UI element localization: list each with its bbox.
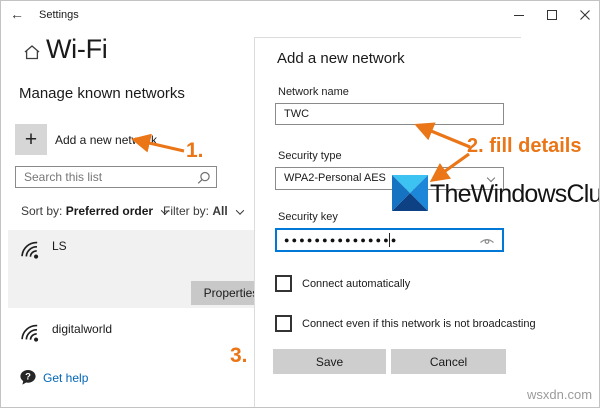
chevron-down-icon: [486, 173, 496, 183]
get-help-link[interactable]: ? Get help: [19, 369, 88, 391]
sort-by-label: Sort by:: [21, 204, 63, 218]
footer-watermark: wsxdn.com: [527, 387, 593, 402]
security-key-label: Security key: [278, 211, 338, 223]
network-name: digitalworld: [52, 322, 113, 336]
security-type-select[interactable]: WPA2-Personal AES: [275, 167, 504, 190]
sort-by-value: Preferred order: [65, 204, 154, 218]
filter-by-label: Filter by:: [163, 204, 210, 218]
security-key-input[interactable]: ●●●●●●●●●●●●●●●: [275, 228, 504, 252]
security-type-value: WPA2-Personal AES: [284, 172, 386, 184]
maximize-button[interactable]: [541, 7, 563, 23]
search-input[interactable]: [24, 168, 194, 186]
section-heading: Manage known networks: [19, 85, 185, 102]
annotation-step2: 2. fill details: [467, 135, 582, 157]
wifi-icon: [21, 241, 39, 259]
close-icon: [580, 10, 590, 20]
annotation-step1: 1.: [186, 139, 204, 162]
minimize-button[interactable]: [508, 7, 530, 23]
dialog-title: Add a new network: [277, 50, 405, 67]
plus-icon: +: [15, 124, 47, 155]
checkbox-box[interactable]: [275, 275, 292, 292]
window-title: Settings: [39, 9, 79, 21]
text-caret: [389, 233, 390, 247]
filter-by-value: All: [212, 204, 228, 218]
add-network-dialog: Add a new network Network name TWC Secur…: [254, 37, 536, 407]
add-network-label: Add a new network: [55, 133, 158, 147]
wifi-icon: [21, 324, 39, 342]
checkbox-box[interactable]: [275, 315, 292, 332]
network-name-label: Network name: [278, 86, 349, 98]
checkbox-label[interactable]: Connect even if this network is not broa…: [302, 318, 536, 330]
page-title: Wi-Fi: [46, 34, 108, 64]
password-dots: ●●●●●●●●●●●●●●●: [284, 235, 399, 245]
network-row-digitalworld[interactable]: digitalworld: [8, 313, 261, 357]
security-type-label: Security type: [278, 150, 342, 162]
filter-by-dropdown[interactable]: Filter by: All: [163, 204, 245, 218]
get-help-label: Get help: [43, 371, 89, 385]
sort-by-dropdown[interactable]: Sort by: Preferred order: [21, 204, 170, 218]
minimize-icon: [514, 15, 524, 16]
help-icon: ?: [20, 370, 36, 385]
search-box[interactable]: [15, 166, 217, 188]
add-network-button[interactable]: + Add a new network: [15, 124, 245, 157]
close-button[interactable]: [574, 7, 596, 23]
network-name-input[interactable]: TWC: [275, 103, 504, 125]
network-row-ls[interactable]: LS Properties: [8, 230, 271, 308]
cancel-button[interactable]: Cancel: [391, 349, 506, 374]
maximize-icon: [547, 10, 557, 20]
home-icon: [24, 45, 40, 60]
checkbox-label[interactable]: Connect automatically: [302, 278, 411, 290]
network-name: LS: [52, 239, 67, 253]
search-icon: [197, 171, 210, 184]
svg-text:?: ?: [25, 372, 31, 383]
save-button[interactable]: Save: [273, 349, 386, 374]
reveal-password-icon[interactable]: [479, 235, 495, 246]
back-icon[interactable]: ←: [10, 6, 24, 22]
annotation-step3: 3.: [230, 344, 248, 367]
chevron-down-icon: [235, 206, 245, 215]
